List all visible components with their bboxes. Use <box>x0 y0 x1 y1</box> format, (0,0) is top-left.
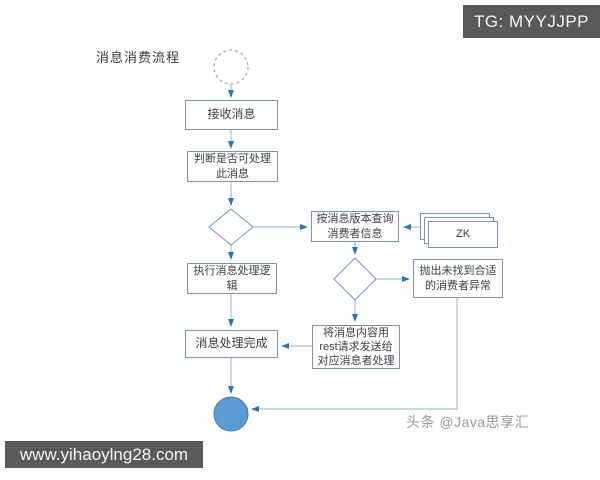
node-judge-processable: 判断是否可处理 此消息 <box>187 151 278 182</box>
node-zk-datastore: ZK <box>428 221 498 248</box>
node-query-consumer: 按消息版本查询 消费者信息 <box>311 211 399 242</box>
decision-diamond-consumer-found <box>333 257 377 301</box>
node-process-complete: 消息处理完成 <box>185 330 278 358</box>
start-node-circle <box>213 49 249 85</box>
node-execute-logic: 执行消息处理逻 辑 <box>187 263 277 294</box>
node-receive-message: 接收消息 <box>185 100 278 130</box>
author-watermark: 头条 @Java思享汇 <box>406 414 530 430</box>
connector-throw-to-end <box>251 298 458 412</box>
flowchart-title: 消息消费流程 <box>96 50 181 65</box>
site-url-watermark: www.yihaoylng28.com <box>5 441 203 468</box>
node-throw-exception: 抛出未找到合适 的消费者异常 <box>413 259 503 298</box>
node-send-rest-request: 将消息内容用 rest请求发送给 对应消息者处理 <box>312 325 400 369</box>
decision-diamond-can-process <box>208 208 254 246</box>
tg-badge: TG: MYYJJPP <box>463 5 600 38</box>
end-node-circle <box>213 396 249 432</box>
